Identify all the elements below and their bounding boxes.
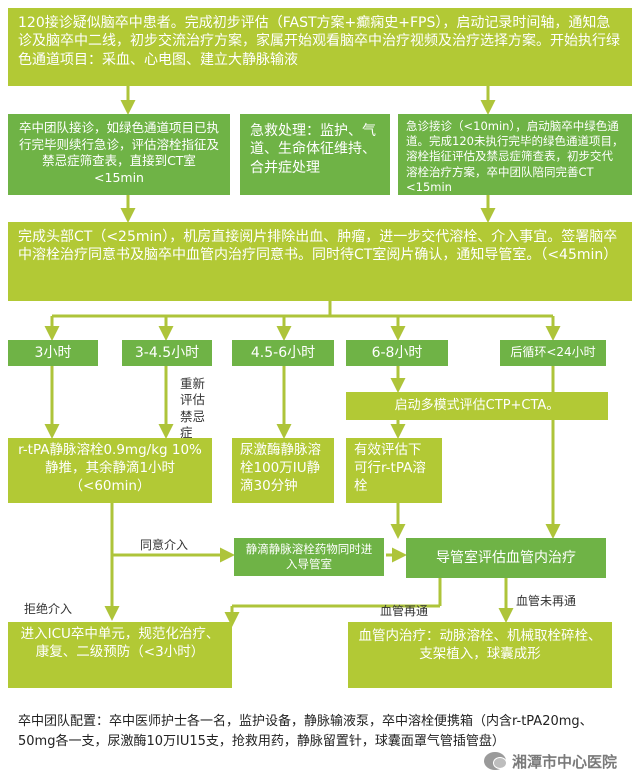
rtpa-box: r-tPA静脉溶栓0.9mg/kg 10%静推，其余静滴1小时（<60min） [8, 438, 212, 503]
effective-assessment-box: 有效评估下可行r-tPA溶栓 [346, 438, 442, 503]
ct-box: 完成头部CT（<25min），机房直接阅片排除出血、肿瘤，进一步交代溶栓、介入事… [8, 222, 632, 301]
recheck-label: 重新评估禁忌症 [180, 376, 206, 440]
transfer-box: 静滴静脉溶栓药物同时进入导管室 [234, 538, 384, 576]
cath-lab-box: 导管室评估血管内治疗 [406, 538, 606, 578]
watermark: 湘潭市中心医院 [478, 748, 624, 774]
window-4-5-6h: 4.5-6小时 [232, 340, 334, 366]
consent-label: 同意介入 [140, 538, 189, 552]
not-recanalized-label: 血管未再通 [516, 594, 577, 608]
window-6-8h: 6-8小时 [346, 340, 448, 366]
watermark-text: 湘潭市中心医院 [512, 752, 618, 771]
urokinase-box: 尿激酶静脉溶栓100万IU静滴30分钟 [232, 438, 334, 503]
wechat-icon [484, 752, 507, 770]
window-3-4-5h: 3-4.5小时 [122, 340, 212, 366]
recanalized-label: 血管再通 [380, 604, 429, 618]
icu-box: 进入ICU卒中单元，规范化治疗、康复、二级预防（<3小时） [8, 622, 232, 688]
start-box: 120接诊疑似脑卒中患者。完成初步评估（FAST方案+癫痫史+FPS），启动记录… [8, 8, 632, 86]
team-configuration-note: 卒中团队配置：卒中医师护士各一名，监护设备，静脉输液泵，卒中溶栓便携箱（内含r-… [18, 714, 593, 749]
refuse-label: 拒绝介入 [24, 602, 73, 616]
rescue-box: 急救处理：监护、气道、生命体征维持、合并症处理 [240, 114, 390, 195]
er-box: 急诊接诊（<10min），启动脑卒中绿色通道。完成120未执行完毕的绿色通道项目… [398, 114, 632, 195]
multimodal-box: 启动多模式评估CTP+CTA。 [346, 392, 608, 420]
team-box: 卒中团队接诊，如绿色通道项目已执行完毕则续行急诊，评估溶栓指征及禁忌症筛查表，直… [8, 114, 230, 195]
window-posterior: 后循环<24小时 [500, 340, 606, 366]
window-3h: 3小时 [8, 340, 98, 366]
endovascular-box: 血管内治疗：动脉溶栓、机械取栓碎栓、支架植入，球囊成形 [348, 622, 612, 688]
